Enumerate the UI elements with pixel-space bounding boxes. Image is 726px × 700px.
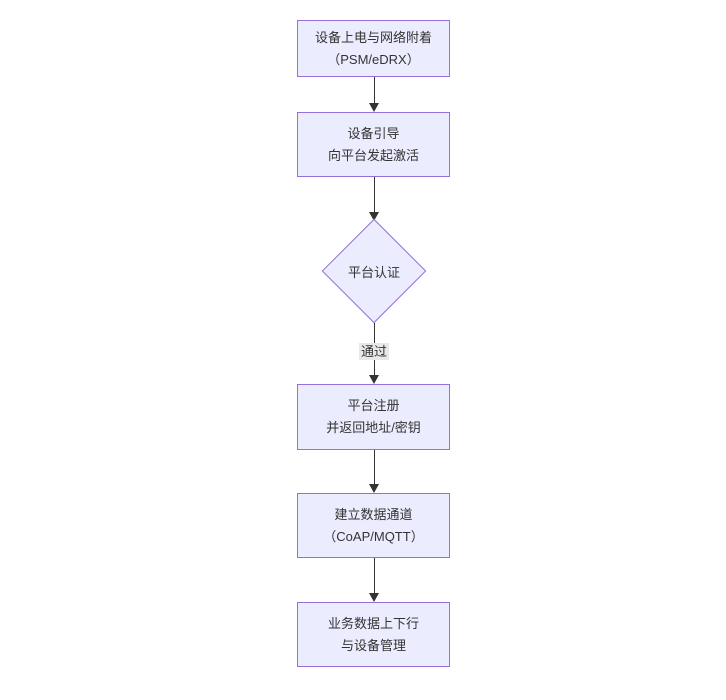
node-label-line: 并返回地址/密钥: [326, 420, 421, 435]
arrow-power-to-bootstrap: [368, 77, 380, 112]
arrow-bootstrap-to-auth: [368, 177, 380, 221]
arrow-shaft: [373, 77, 375, 106]
arrow-shaft: [373, 177, 375, 215]
node-label-line: （CoAP/MQTT）: [323, 528, 424, 544]
node-business-data: 业务数据上下行 与设备管理: [297, 602, 450, 667]
edge-label-pass: 通过: [358, 343, 390, 360]
node-label-line: 平台注册: [347, 398, 400, 413]
node-label-line: 设备引导: [347, 125, 400, 141]
arrowhead-icon: [369, 375, 379, 384]
node-label-line: （PSM/eDRX）: [327, 51, 420, 67]
node-platform-register: 平台注册 并返回地址/密钥: [297, 384, 450, 450]
arrowhead-icon: [369, 484, 379, 493]
arrowhead-icon: [369, 593, 379, 602]
node-label-line: 平台认证: [347, 264, 400, 280]
node-bootstrap: 设备引导 向平台发起激活: [297, 112, 450, 177]
arrow-channel-to-business: [368, 558, 380, 602]
arrow-shaft: [373, 450, 375, 487]
arrowhead-icon: [369, 212, 379, 221]
arrow-register-to-channel: [368, 450, 380, 493]
decision-platform-auth: 平台认证: [321, 218, 427, 324]
node-label-line: 向平台发起激活: [327, 147, 419, 163]
node-label-line: 业务数据上下行: [327, 615, 419, 631]
node-power-attach: 设备上电与网络附着 （PSM/eDRX）: [297, 20, 450, 77]
arrowhead-icon: [369, 103, 379, 112]
node-label-line: 设备上电与网络附着: [314, 29, 432, 45]
arrow-shaft: [373, 558, 375, 596]
node-label-line: 建立数据通道: [334, 506, 413, 522]
node-label-line: 与设备管理: [340, 637, 406, 653]
node-data-channel: 建立数据通道 （CoAP/MQTT）: [297, 493, 450, 558]
